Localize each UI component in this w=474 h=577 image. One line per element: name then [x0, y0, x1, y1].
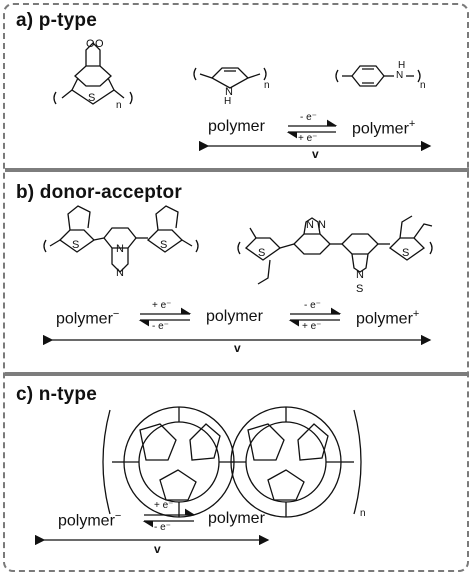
panel-a-arrow-top: - e⁻: [300, 112, 317, 123]
svg-text:N: N: [356, 269, 364, 281]
panel-c-arrow-top: + e⁻: [154, 500, 174, 511]
panel-a-subscript-n: n: [116, 100, 122, 111]
panel-b-axis-label: v: [234, 341, 241, 355]
panel-c-subscript-n: n: [360, 508, 366, 519]
panel-a-arrow-bottom: + e⁻: [298, 133, 318, 144]
figure-frame: [3, 3, 469, 572]
panel-a-axis-label: v: [312, 147, 319, 161]
panel-b-right-arrow-bottom: + e⁻: [302, 321, 322, 332]
panel-b-right-arrow-top: - e⁻: [304, 300, 321, 311]
panel-c-arrow-bottom: - e⁻: [154, 522, 171, 533]
svg-text:S: S: [72, 239, 79, 251]
svg-text:N: N: [306, 219, 314, 231]
divider-b-c: [5, 372, 469, 376]
da-polymer-left: [43, 205, 199, 273]
pedot-structure: [53, 42, 133, 105]
svg-text:S: S: [356, 283, 363, 295]
aniline-h-label: H: [398, 60, 406, 71]
svg-text:N: N: [318, 219, 326, 231]
panel-b-heading: b) donor-acceptor: [16, 182, 182, 203]
svg-text:N: N: [225, 86, 233, 98]
panel-b-polymer-left: polymer−: [56, 308, 120, 328]
panel-a-polymer-left: polymer: [208, 118, 265, 135]
panel-c-polymer-left: polymer−: [58, 510, 122, 530]
svg-text:N: N: [116, 243, 124, 255]
panel-b-left-arrow-bottom: - e⁻: [152, 321, 169, 332]
aniline-n-label: N: [396, 70, 404, 81]
panel-c-axis-label: v: [154, 542, 161, 556]
svg-text:S: S: [402, 247, 409, 259]
panel-c-polymer-right: polymer: [208, 510, 265, 527]
polyaniline-structure: [335, 65, 421, 87]
divider-a-b: [5, 168, 469, 172]
panel-b-polymer-right: polymer+: [356, 308, 420, 328]
svg-text:S: S: [88, 92, 95, 104]
panel-c-heading: c) n-type: [16, 384, 97, 405]
panel-b-polymer-middle: polymer: [206, 308, 263, 325]
svg-text:O: O: [86, 38, 95, 50]
svg-text:O: O: [95, 38, 104, 50]
pyrrole-h-label: H: [224, 96, 232, 107]
panel-a-subscript-n-3: n: [420, 80, 426, 91]
svg-text:N: N: [116, 267, 124, 279]
fullerene-dimer-structure: [102, 406, 362, 518]
panel-b-left-arrow-top: + e⁻: [152, 300, 172, 311]
svg-text:S: S: [258, 247, 265, 259]
polypyrrole-structure: [193, 67, 267, 89]
svg-text:S: S: [160, 239, 167, 251]
panel-a-polymer-right: polymer+: [352, 118, 416, 138]
panel-a-heading: a) p-type: [16, 10, 97, 31]
panel-a-subscript-n-2: n: [264, 80, 270, 91]
da-polymer-right: [237, 215, 433, 285]
